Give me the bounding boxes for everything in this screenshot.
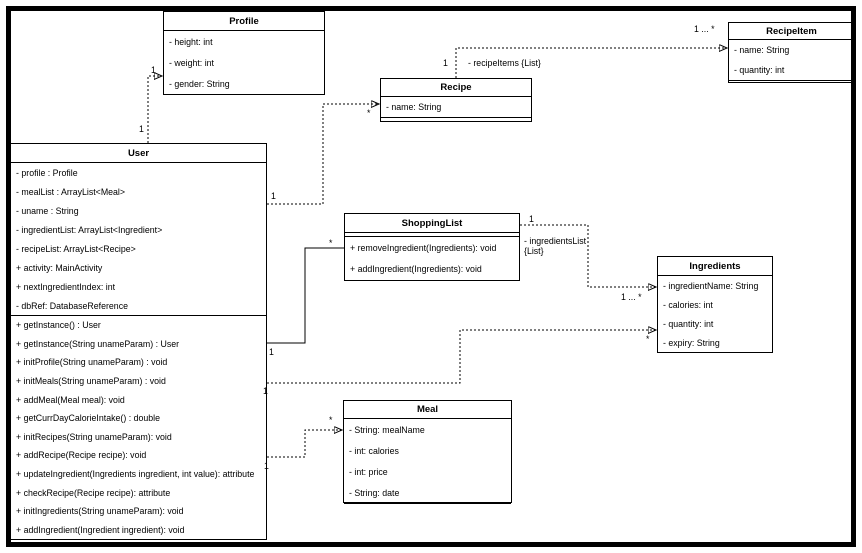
class-member: - mealList : ArrayList<Meal> bbox=[16, 186, 126, 197]
class-box-shoppinglist[interactable]: ShoppingList + removeIngredient(Ingredie… bbox=[344, 213, 520, 281]
class-member: + removeIngredient(Ingredients): void bbox=[350, 242, 497, 253]
class-member: + getInstance(String unameParam) : User bbox=[16, 338, 180, 349]
class-title: RecipeItem bbox=[729, 23, 854, 40]
class-member: + initProfile(String unameParam) : void bbox=[16, 357, 168, 368]
multiplicity-label: 1 bbox=[139, 124, 144, 134]
class-box-profile[interactable]: Profile - height: int - weight: int - gend… bbox=[163, 11, 325, 95]
multiplicity-label: 1 bbox=[269, 347, 274, 357]
class-box-ingredients[interactable]: Ingredients - ingredientName: String - ca… bbox=[657, 256, 773, 353]
class-title: Meal bbox=[344, 401, 511, 419]
attribute-list: - profile : Profile - mealList : ArrayLis… bbox=[11, 163, 266, 315]
attribute-list: - name: String bbox=[381, 97, 531, 117]
multiplicity-label: 1 bbox=[151, 65, 156, 75]
class-member: + getCurrDayCalorieIntake() : double bbox=[16, 413, 160, 424]
class-member: - weight: int bbox=[169, 57, 214, 68]
class-title: ShoppingList bbox=[345, 214, 519, 233]
class-member: + nextIngredientIndex: int bbox=[16, 281, 116, 292]
class-member: - String: date bbox=[349, 487, 400, 498]
class-member: + initRecipes(String unameParam): void bbox=[16, 431, 172, 442]
edge-shoppinglist-ingredients[interactable] bbox=[520, 224, 656, 287]
multiplicity-label: 1 bbox=[271, 191, 276, 201]
empty-methods-compartment bbox=[164, 94, 324, 98]
class-member: - int: price bbox=[349, 466, 388, 477]
class-member: - gender: String bbox=[169, 78, 230, 89]
empty-methods-compartment bbox=[381, 117, 531, 121]
empty-methods-compartment bbox=[658, 352, 772, 356]
multiplicity-label: * bbox=[367, 108, 371, 118]
class-member: + activity: MainActivity bbox=[16, 262, 103, 273]
class-member: - int: calories bbox=[349, 445, 399, 456]
class-member: - profile : Profile bbox=[16, 167, 78, 178]
association-name-label: - ingredientsList {List} bbox=[524, 236, 586, 256]
class-member: - height: int bbox=[169, 36, 213, 47]
attribute-list: - String: mealName - int: calories - int: … bbox=[344, 419, 511, 503]
class-member: + addIngredient(Ingredient ingredient): … bbox=[16, 524, 185, 535]
class-member: - recipeList: ArrayList<Recipe> bbox=[16, 243, 136, 254]
multiplicity-label: 1 bbox=[529, 214, 534, 224]
empty-attributes-compartment bbox=[345, 233, 519, 237]
class-box-recipe[interactable]: Recipe - name: String bbox=[380, 78, 532, 122]
attribute-list: - height: int - weight: int - gender: Stri… bbox=[164, 31, 324, 94]
class-member: + checkRecipe(Recipe recipe): attribute bbox=[16, 487, 171, 498]
association-name-line2: {List} bbox=[524, 246, 544, 256]
association-name-label: - recipeItems {List} bbox=[468, 58, 541, 68]
edge-user-profile[interactable] bbox=[147, 76, 162, 143]
class-member: - dbRef: DatabaseReference bbox=[16, 300, 128, 311]
class-member: + initIngredients(String unameParam): vo… bbox=[16, 506, 184, 517]
class-member: + addRecipe(Recipe recipe): void bbox=[16, 450, 147, 461]
class-box-user[interactable]: User - profile : Profile - mealList : Arr… bbox=[10, 143, 267, 540]
compartment-separator bbox=[11, 315, 266, 316]
edge-user-recipe[interactable] bbox=[267, 104, 379, 205]
class-member: - ingredientName: String bbox=[663, 280, 759, 291]
class-member: - quantity: int bbox=[663, 318, 714, 329]
multiplicity-label: 1 ... * bbox=[621, 292, 642, 302]
attribute-list: - name: String - quantity: int bbox=[729, 40, 854, 80]
class-member: - expiry: String bbox=[663, 337, 720, 348]
class-title: Ingredients bbox=[658, 257, 772, 276]
class-member: - uname : String bbox=[16, 205, 79, 216]
class-member: + initMeals(String unameParam) : void bbox=[16, 376, 166, 387]
class-member: - String: mealName bbox=[349, 424, 425, 435]
class-member: - calories: int bbox=[663, 299, 713, 310]
edge-user-ingredients[interactable] bbox=[267, 330, 656, 384]
class-member: - ingredientList: ArrayList<Ingredient> bbox=[16, 224, 163, 235]
class-member: + updateIngredient(Ingredients ingredien… bbox=[16, 469, 255, 480]
class-member: + addMeal(Meal meal): void bbox=[16, 394, 125, 405]
class-box-meal[interactable]: Meal - String: mealName- int: calories- … bbox=[343, 400, 512, 504]
class-member: + addIngredient(Ingredients): void bbox=[350, 263, 482, 274]
association-name-line1: - ingredientsList bbox=[524, 236, 587, 246]
class-title: Recipe bbox=[381, 79, 531, 97]
class-title: Profile bbox=[164, 12, 324, 31]
edge-user-meal[interactable] bbox=[267, 430, 342, 458]
class-member: - quantity: int bbox=[734, 65, 785, 75]
class-member: - name: String bbox=[386, 102, 442, 112]
multiplicity-label: * bbox=[646, 334, 650, 344]
empty-methods-compartment bbox=[344, 503, 511, 507]
class-member: + getInstance() : User bbox=[16, 320, 101, 331]
empty-methods-compartment bbox=[729, 80, 854, 84]
multiplicity-label: 1 bbox=[443, 58, 448, 68]
class-member: - name: String bbox=[734, 45, 790, 55]
edge-recipe-recipeitem[interactable] bbox=[455, 48, 727, 78]
method-list: + getInstance() : User + getInstance(Stri… bbox=[11, 316, 266, 539]
multiplicity-label: * bbox=[329, 238, 333, 248]
multiplicity-label: 1 bbox=[264, 461, 269, 471]
multiplicity-label: 1 bbox=[263, 386, 268, 396]
edge-user-shoppinglist[interactable] bbox=[267, 247, 344, 344]
method-list: + removeIngredient(Ingredients): void + a… bbox=[345, 237, 519, 279]
class-title: User bbox=[11, 144, 266, 163]
class-box-recipeitem[interactable]: RecipeItem - name: String - quantity: int bbox=[728, 22, 855, 83]
multiplicity-label: * bbox=[329, 415, 333, 425]
attribute-list: - ingredientName: String - calories: int -… bbox=[658, 276, 772, 352]
multiplicity-label: 1 ... * bbox=[694, 24, 715, 34]
